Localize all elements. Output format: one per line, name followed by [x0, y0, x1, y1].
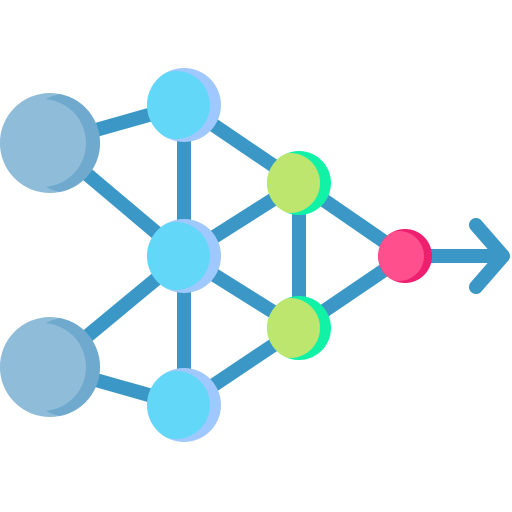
edges	[43, 98, 412, 412]
hidden-node	[267, 296, 331, 360]
hidden-node	[147, 68, 221, 142]
hidden-node	[147, 219, 221, 293]
hidden-node	[267, 151, 331, 215]
hidden-node	[147, 368, 221, 442]
output-node	[378, 229, 432, 283]
